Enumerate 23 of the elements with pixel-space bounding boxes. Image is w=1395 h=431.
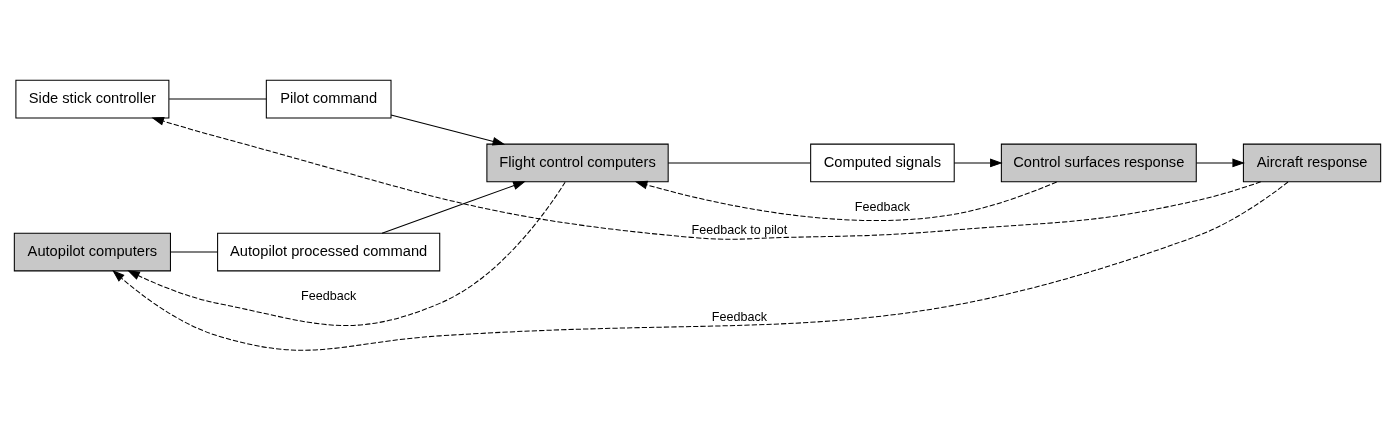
edge-label: Feedback <box>711 309 767 324</box>
arrow <box>1195 158 1245 168</box>
arrow <box>390 114 506 146</box>
node-box: Pilot command <box>265 79 392 119</box>
node-box: Aircraft response <box>1242 143 1382 183</box>
arrow <box>151 116 1262 240</box>
connector <box>170 251 218 253</box>
edge-label: Feedback <box>301 288 357 303</box>
arrow <box>112 181 1289 351</box>
connector <box>667 162 811 164</box>
arrow <box>634 180 1058 222</box>
arrow <box>127 181 566 327</box>
node-box: Control surfaces response <box>1000 143 1197 183</box>
arrow <box>381 181 526 234</box>
node-box: Autopilot processed command <box>217 232 441 272</box>
connector <box>168 98 267 100</box>
node-box: Autopilot computers <box>13 232 171 272</box>
arrow <box>953 158 1003 168</box>
node-box: Side stick controller <box>15 79 170 119</box>
edge-label: Feedback <box>854 199 911 214</box>
node-box: Computed signals <box>810 143 955 183</box>
edge-label: Feedback to pilot <box>691 222 788 237</box>
node-box: Flight control computers <box>486 143 669 183</box>
